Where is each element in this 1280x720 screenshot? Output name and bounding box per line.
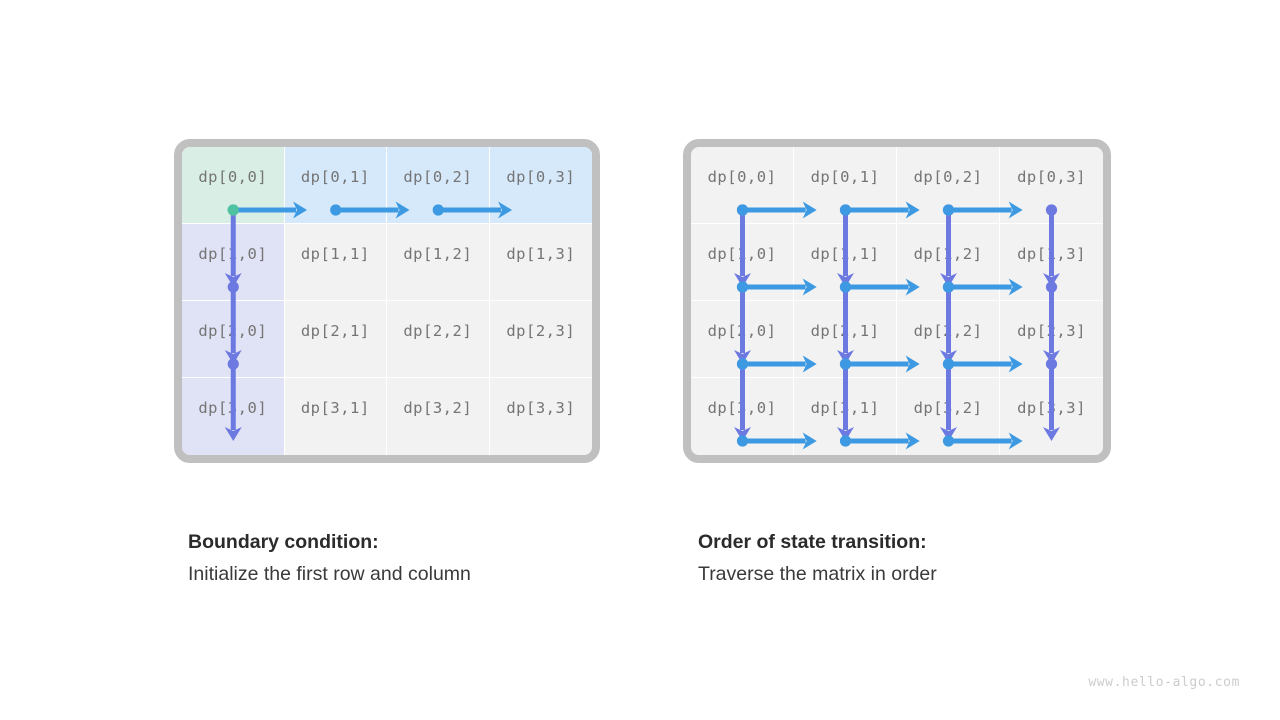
dp-cell: dp[3,2] <box>897 378 1000 455</box>
dp-cell-label: dp[0,1] <box>300 168 370 186</box>
caption-title-right: Order of state transition: <box>698 531 927 553</box>
dp-cell-label: dp[0,3] <box>1017 168 1086 186</box>
panel-boundary-condition: dp[0,0] dp[0,1] dp[0,2] dp[0,3] dp[1,0] dp[1,… <box>174 139 600 463</box>
dp-cell: dp[1,3] <box>1000 224 1103 301</box>
caption-body-right: Traverse the matrix in order <box>698 563 937 585</box>
dp-cell: dp[2,0] <box>691 301 794 378</box>
dp-cell-label: dp[3,1] <box>810 399 880 417</box>
dp-cell: dp[1,2] <box>897 224 1000 301</box>
dp-cell-label: dp[0,1] <box>810 168 880 186</box>
dp-cell: dp[1,0] <box>182 224 285 301</box>
dp-cell-label: dp[3,2] <box>913 399 983 417</box>
dp-cell: dp[3,3] <box>1000 378 1103 455</box>
dp-cell: dp[2,3] <box>489 301 592 378</box>
dp-cell: dp[0,0] <box>182 147 285 224</box>
dp-cell: dp[3,1] <box>284 378 387 455</box>
dp-cell-label: dp[1,2] <box>403 245 473 263</box>
dp-cell-label: dp[1,0] <box>707 245 777 263</box>
dp-cell-label: dp[3,1] <box>300 399 370 417</box>
dp-cell-label: dp[0,2] <box>403 168 473 186</box>
dp-cell: dp[3,0] <box>182 378 285 455</box>
dp-cell: dp[2,1] <box>794 301 897 378</box>
dp-cell-label: dp[1,3] <box>506 245 576 263</box>
dp-cell-label: dp[0,0] <box>707 168 777 186</box>
dp-cell-label: dp[2,0] <box>198 322 268 340</box>
dp-grid-left: dp[0,0] dp[0,1] dp[0,2] dp[0,3] dp[1,0] dp[1,… <box>182 147 592 455</box>
dp-cell: dp[3,2] <box>387 378 490 455</box>
dp-cell: dp[2,2] <box>387 301 490 378</box>
dp-cell: dp[2,1] <box>284 301 387 378</box>
dp-cell: dp[1,2] <box>387 224 490 301</box>
dp-cell-label: dp[2,2] <box>913 322 983 340</box>
caption-boundary-condition: Boundary condition: Initialize the first… <box>188 531 648 586</box>
dp-cell-label: dp[2,0] <box>707 322 777 340</box>
dp-cell: dp[1,1] <box>794 224 897 301</box>
dp-cell: dp[0,1] <box>794 147 897 224</box>
dp-cell: dp[1,1] <box>284 224 387 301</box>
dp-cell-label: dp[2,2] <box>403 322 473 340</box>
dp-cell-label: dp[3,3] <box>1017 399 1086 417</box>
dp-cell-label: dp[2,1] <box>300 322 370 340</box>
dp-cell-label: dp[1,3] <box>1017 245 1086 263</box>
dp-cell-label: dp[1,1] <box>810 245 880 263</box>
dp-cell-label: dp[3,0] <box>198 399 268 417</box>
dp-cell: dp[0,3] <box>1000 147 1103 224</box>
dp-cell-label: dp[3,3] <box>506 399 576 417</box>
dp-cell-label: dp[1,0] <box>198 245 268 263</box>
watermark-url: www.hello-algo.com <box>1088 675 1240 690</box>
dp-cell: dp[0,1] <box>284 147 387 224</box>
dp-cell: dp[1,0] <box>691 224 794 301</box>
dp-cell-label: dp[2,1] <box>810 322 880 340</box>
panel-state-transition-order: dp[0,0] dp[0,1] dp[0,2] dp[0,3] dp[1,0] dp[1,… <box>683 139 1111 463</box>
dp-cell-label: dp[3,2] <box>403 399 473 417</box>
dp-cell-label: dp[0,2] <box>913 168 983 186</box>
caption-body-left: Initialize the first row and column <box>188 563 471 585</box>
dp-cell-label: dp[1,1] <box>300 245 370 263</box>
dp-cell: dp[0,3] <box>489 147 592 224</box>
dp-cell: dp[2,3] <box>1000 301 1103 378</box>
grid-frame-right: dp[0,0] dp[0,1] dp[0,2] dp[0,3] dp[1,0] dp[1,… <box>683 139 1111 463</box>
dp-cell: dp[2,2] <box>897 301 1000 378</box>
caption-title-left: Boundary condition: <box>188 531 379 553</box>
dp-cell-label: dp[1,2] <box>913 245 983 263</box>
dp-cell-label: dp[2,3] <box>506 322 576 340</box>
grid-frame-left: dp[0,0] dp[0,1] dp[0,2] dp[0,3] dp[1,0] dp[1,… <box>174 139 600 463</box>
dp-cell-label: dp[0,3] <box>506 168 576 186</box>
dp-cell-label: dp[0,0] <box>198 168 268 186</box>
dp-cell-label: dp[2,3] <box>1017 322 1086 340</box>
dp-grid-right: dp[0,0] dp[0,1] dp[0,2] dp[0,3] dp[1,0] dp[1,… <box>691 147 1103 455</box>
dp-cell: dp[2,0] <box>182 301 285 378</box>
dp-cell: dp[3,1] <box>794 378 897 455</box>
dp-cell: dp[0,2] <box>387 147 490 224</box>
dp-cell: dp[3,3] <box>489 378 592 455</box>
dp-cell: dp[0,2] <box>897 147 1000 224</box>
dp-cell: dp[0,0] <box>691 147 794 224</box>
dp-cell: dp[3,0] <box>691 378 794 455</box>
dp-cell: dp[1,3] <box>489 224 592 301</box>
dp-cell-label: dp[3,0] <box>707 399 777 417</box>
caption-state-transition-order: Order of state transition: Traverse the … <box>698 531 1158 586</box>
